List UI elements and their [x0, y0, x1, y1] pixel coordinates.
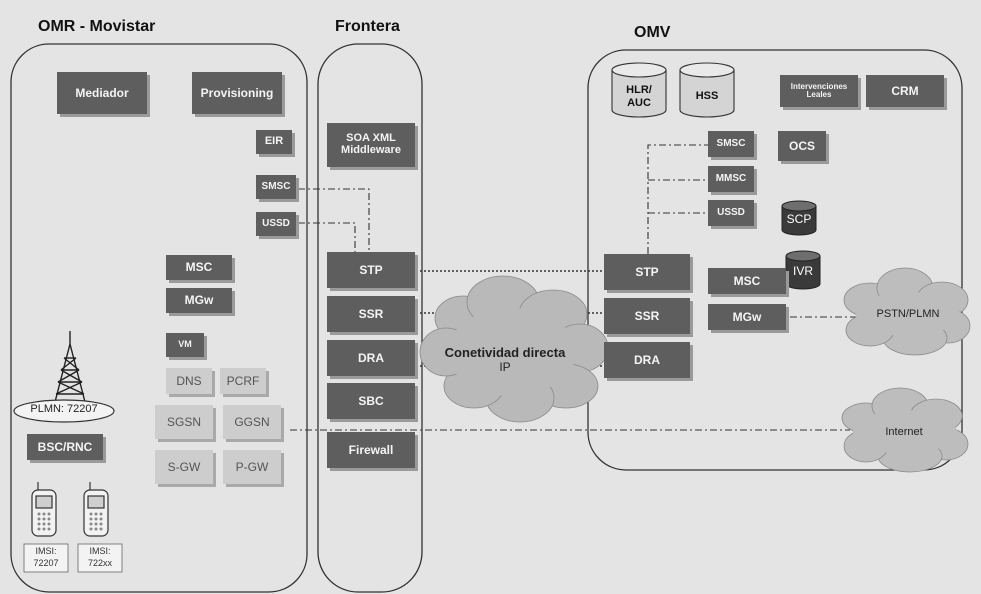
omv-stp-box: STP: [604, 254, 690, 290]
sgw-box: S-GW: [155, 450, 213, 484]
line-stp-omv-services: [647, 144, 708, 254]
frontera-title: Frontera: [335, 18, 400, 35]
cloud-pstn: [843, 267, 971, 356]
omr-title: OMR - Movistar: [38, 18, 156, 35]
omv-dra-box: DRA: [604, 342, 690, 378]
omr-smsc-box: SMSC: [256, 175, 296, 199]
imsi-label-1b: 72207: [33, 558, 59, 568]
omv-msc-box: MSC: [708, 268, 786, 294]
interv-line1: Intervenciones: [790, 81, 848, 91]
frontera-dra-box: DRA: [327, 340, 415, 376]
phone-icon-2: [83, 482, 109, 537]
hlr-label-1: HLR/: [626, 84, 652, 96]
omv-title: OMV: [634, 24, 671, 41]
eir-box: EIR: [256, 130, 292, 154]
mediador-box: Mediador: [57, 72, 147, 114]
omr-msc-box: MSC: [166, 255, 232, 280]
crm-box: CRM: [866, 75, 944, 107]
internet-label: Internet: [885, 426, 923, 438]
interv-line2: Leales: [806, 90, 832, 99]
ocs-box: OCS: [778, 131, 826, 161]
firewall-box: Firewall: [327, 432, 415, 468]
plmn-badge-shape: [13, 399, 115, 423]
frontera-ssr-box: SSR: [327, 296, 415, 332]
line-smsc-stp: [298, 188, 370, 254]
cloud-internet: [841, 387, 969, 473]
soa-line1: SOA XML: [346, 132, 396, 145]
hlr-label-2: AUC: [627, 97, 651, 109]
frontera-container: [317, 43, 423, 593]
cloud-ip-label-1: Conetividad directa: [444, 345, 566, 360]
sbc-box: SBC: [327, 383, 415, 419]
dns-box: DNS: [166, 368, 212, 394]
scp-cylinder: [781, 200, 817, 236]
scp-label: SCP: [786, 212, 812, 226]
plmn-label: PLMN: 72207: [30, 403, 98, 415]
frontera-stp-box: STP: [327, 252, 415, 288]
omv-ssr-box: SSR: [604, 298, 690, 334]
hss-label: HSS: [695, 90, 719, 102]
omv-smsc-box: SMSC: [708, 131, 754, 157]
intervenciones-box: Intervenciones Leales: [780, 75, 858, 107]
imsi-box-1: [23, 543, 69, 573]
pcrf-box: PCRF: [220, 368, 266, 394]
soa-line2: Middleware: [341, 144, 401, 156]
imsi-label-2a: IMSI:: [89, 546, 111, 556]
line-ussd-stp: [298, 222, 356, 254]
bsc-rnc-box: BSC/RNC: [27, 434, 103, 460]
ivr-label: IVR: [792, 264, 813, 278]
hlr-cylinder: [611, 62, 667, 118]
omr-mgw-box: MGw: [166, 288, 232, 313]
omv-container: [587, 49, 963, 471]
pstn-label: PSTN/PLMN: [876, 308, 940, 320]
provisioning-box: Provisioning: [192, 72, 282, 114]
omv-ussd-box: USSD: [708, 200, 754, 226]
ivr-cylinder: [785, 250, 821, 290]
tower-icon: [54, 331, 86, 403]
pgw-box: P-GW: [223, 450, 281, 484]
imsi-box-2: [77, 543, 123, 573]
imsi-label-2b: 722xx: [87, 558, 113, 568]
sgsn-box: SGSN: [155, 405, 213, 439]
omr-container: [10, 43, 308, 593]
hss-cylinder: [679, 62, 735, 118]
imsi-label-1a: IMSI:: [35, 546, 57, 556]
vm-box: VM: [166, 333, 204, 357]
phone-icon-1: [31, 482, 57, 537]
omv-mgw-box: MGw: [708, 304, 786, 330]
ggsn-box: GGSN: [223, 405, 281, 439]
mmsc-box: MMSC: [708, 166, 754, 192]
omr-ussd-box: USSD: [256, 212, 296, 236]
cloud-ip-label-2: IP: [499, 360, 511, 374]
soa-middleware-box: SOA XML Middleware: [327, 123, 415, 167]
